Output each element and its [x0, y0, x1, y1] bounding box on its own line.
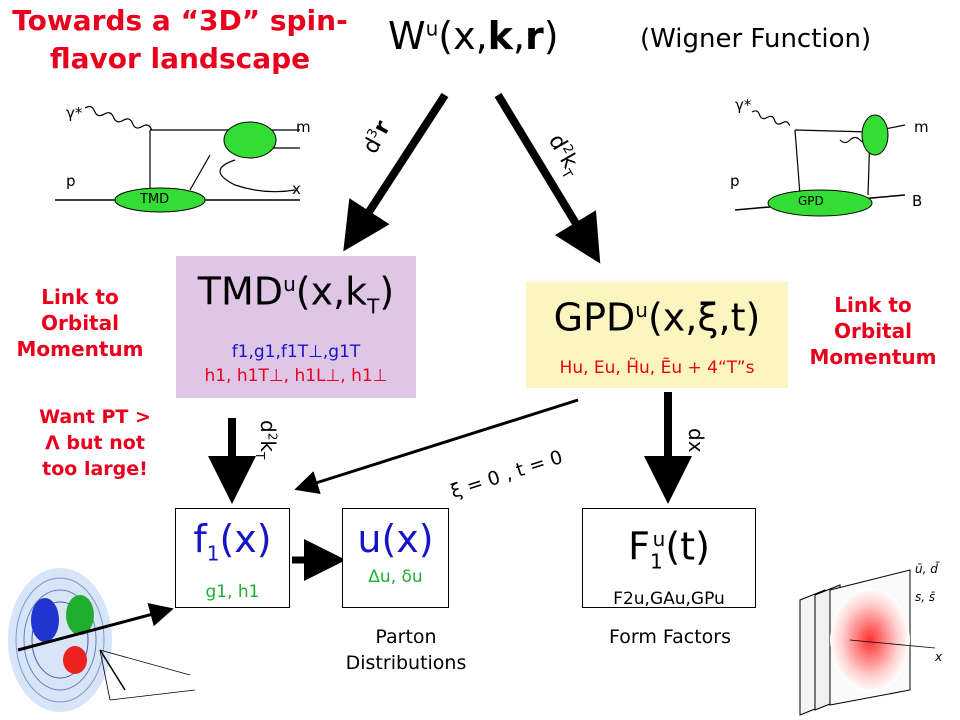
form-factors-caption: Form Factors: [609, 626, 731, 648]
ff-line: F2u,GAu,GPu: [613, 589, 725, 610]
want-pt-note: Want PT > Λ but not too large!: [20, 404, 170, 482]
fd-left-x: x: [292, 180, 301, 198]
gpd-list-line: Hu, Eu, H̃u, Ẽu + 4“T”s: [559, 357, 755, 378]
tmd-title: TMDu(x,kT): [176, 262, 416, 328]
f1-title: f1(x): [176, 517, 289, 576]
arrow-to-gpd: [494, 92, 601, 264]
wigner-r-vector: r: [525, 14, 544, 58]
fd-right-meson: m: [914, 118, 929, 136]
wigner-k-vector: k: [487, 14, 513, 58]
fd-right-photon: γ*: [735, 96, 752, 114]
form-factor-3d-sketch: [799, 569, 936, 716]
gpd-title-sup: u: [635, 298, 648, 322]
f1-title-sub: 1: [206, 541, 220, 566]
wigner-comma: ,: [512, 14, 526, 58]
right-orbital-line2: Orbital: [834, 319, 912, 343]
left-orbital-line1: Link to: [41, 285, 119, 309]
parton-caption-line2: Distributions: [345, 652, 467, 674]
ff-title-sup: u: [652, 527, 666, 551]
ff-title: F1u(t): [583, 517, 755, 583]
tmd-title-sup: u: [283, 272, 296, 296]
tmd-box: TMDu(x,kT) f1,g1,f1T⊥,g1T h1, h1T⊥, h1L⊥…: [176, 256, 416, 398]
fd-right-baryon: B: [912, 192, 923, 210]
fd-left-meson: m: [296, 118, 311, 136]
want-pt-line2: Λ but not: [45, 432, 145, 454]
label-d2kt-side-var: k: [256, 440, 280, 452]
f1-title-main: f: [193, 517, 207, 561]
sketch-quarks-2: s, s̄: [915, 590, 936, 604]
sketch-axis-x: x: [935, 650, 943, 664]
wigner-symbol: W: [388, 14, 426, 58]
right-orbital-line3: Momentum: [809, 345, 937, 369]
f1-line-text: g1, h1: [205, 581, 260, 602]
u-box: u(x) Δu, δu: [342, 508, 449, 608]
ff-title-main: F: [628, 524, 650, 569]
tmd-title-args: (x,k: [295, 269, 368, 314]
u-title: u(x): [357, 517, 434, 561]
feynman-diagram-gpd: [734, 110, 906, 217]
u-line: Δu, δu: [368, 567, 423, 587]
want-pt-line3: too large!: [42, 458, 148, 480]
ff-box: F1u(t) F2u,GAu,GPu: [582, 508, 756, 610]
tmd-title-main: TMD: [197, 269, 284, 314]
wigner-args-post: ): [543, 14, 559, 58]
right-orbital-line1: Link to: [834, 293, 912, 317]
wigner-function-title: Wu(x,k,r): [388, 14, 559, 58]
sketch-quarks-1: ū, d̄: [915, 562, 938, 576]
left-orbital-line3: Momentum: [16, 337, 144, 361]
fd-left-blob: TMD: [140, 192, 170, 207]
wigner-flavor: u: [425, 16, 439, 41]
f1-line: g1, h1: [176, 580, 289, 604]
label-d2kt-side-base: d: [256, 420, 280, 433]
parton-distributions-caption: Parton Distributions: [316, 624, 496, 676]
arrow-gpd-to-f1: [294, 398, 579, 495]
fd-left-photon: γ*: [66, 104, 83, 122]
label-d2kt-side: d2kT: [253, 420, 280, 459]
gpd-title: GPDu(x,ξ,t): [526, 288, 788, 340]
fd-right-proton: p: [730, 172, 740, 190]
f1-title-args: (x): [219, 517, 272, 561]
tmd-title-close: ): [379, 269, 395, 314]
gpd-title-args: (x,ξ,t): [647, 295, 761, 340]
parton-caption-line1: Parton: [375, 626, 437, 648]
fd-right-blob: GPD: [798, 194, 824, 208]
slide-title-line1: Towards a “3D” spin-: [12, 4, 348, 37]
wigner-args-pre: (x,: [438, 14, 488, 58]
feynman-diagram-tmd: [55, 105, 300, 213]
tmd-list-line1: f1,g1,f1T⊥,g1T: [231, 342, 361, 363]
slide-title: Towards a “3D” spin- flavor landscape: [0, 2, 360, 78]
right-orbital-note: Link to Orbital Momentum: [798, 292, 948, 370]
tmd-title-sub: T: [367, 294, 380, 319]
ff-title-args: (t): [665, 524, 710, 569]
left-orbital-line2: Orbital: [41, 311, 119, 335]
proton-3d-picture: [8, 568, 196, 712]
slide-title-line2: flavor landscape: [49, 42, 311, 75]
wigner-function-note: (Wigner Function): [640, 24, 872, 54]
gpd-title-main: GPD: [553, 295, 636, 340]
fd-left-proton: p: [66, 172, 76, 190]
want-pt-line1: Want PT >: [39, 406, 151, 428]
label-dx: dx: [684, 428, 708, 453]
label-d2kt-side-sub: T: [253, 451, 267, 460]
arrow-to-tmd: [343, 92, 449, 252]
tmd-list-line2: h1, h1T⊥, h1L⊥, h1⊥: [204, 366, 388, 387]
ff-title-sub: 1: [649, 549, 663, 574]
left-orbital-note: Link to Orbital Momentum: [10, 284, 150, 362]
f1-box: f1(x) g1, h1: [175, 508, 290, 608]
gpd-box: GPDu(x,ξ,t) Hu, Eu, H̃u, Ẽu + 4“T”s: [526, 282, 788, 388]
